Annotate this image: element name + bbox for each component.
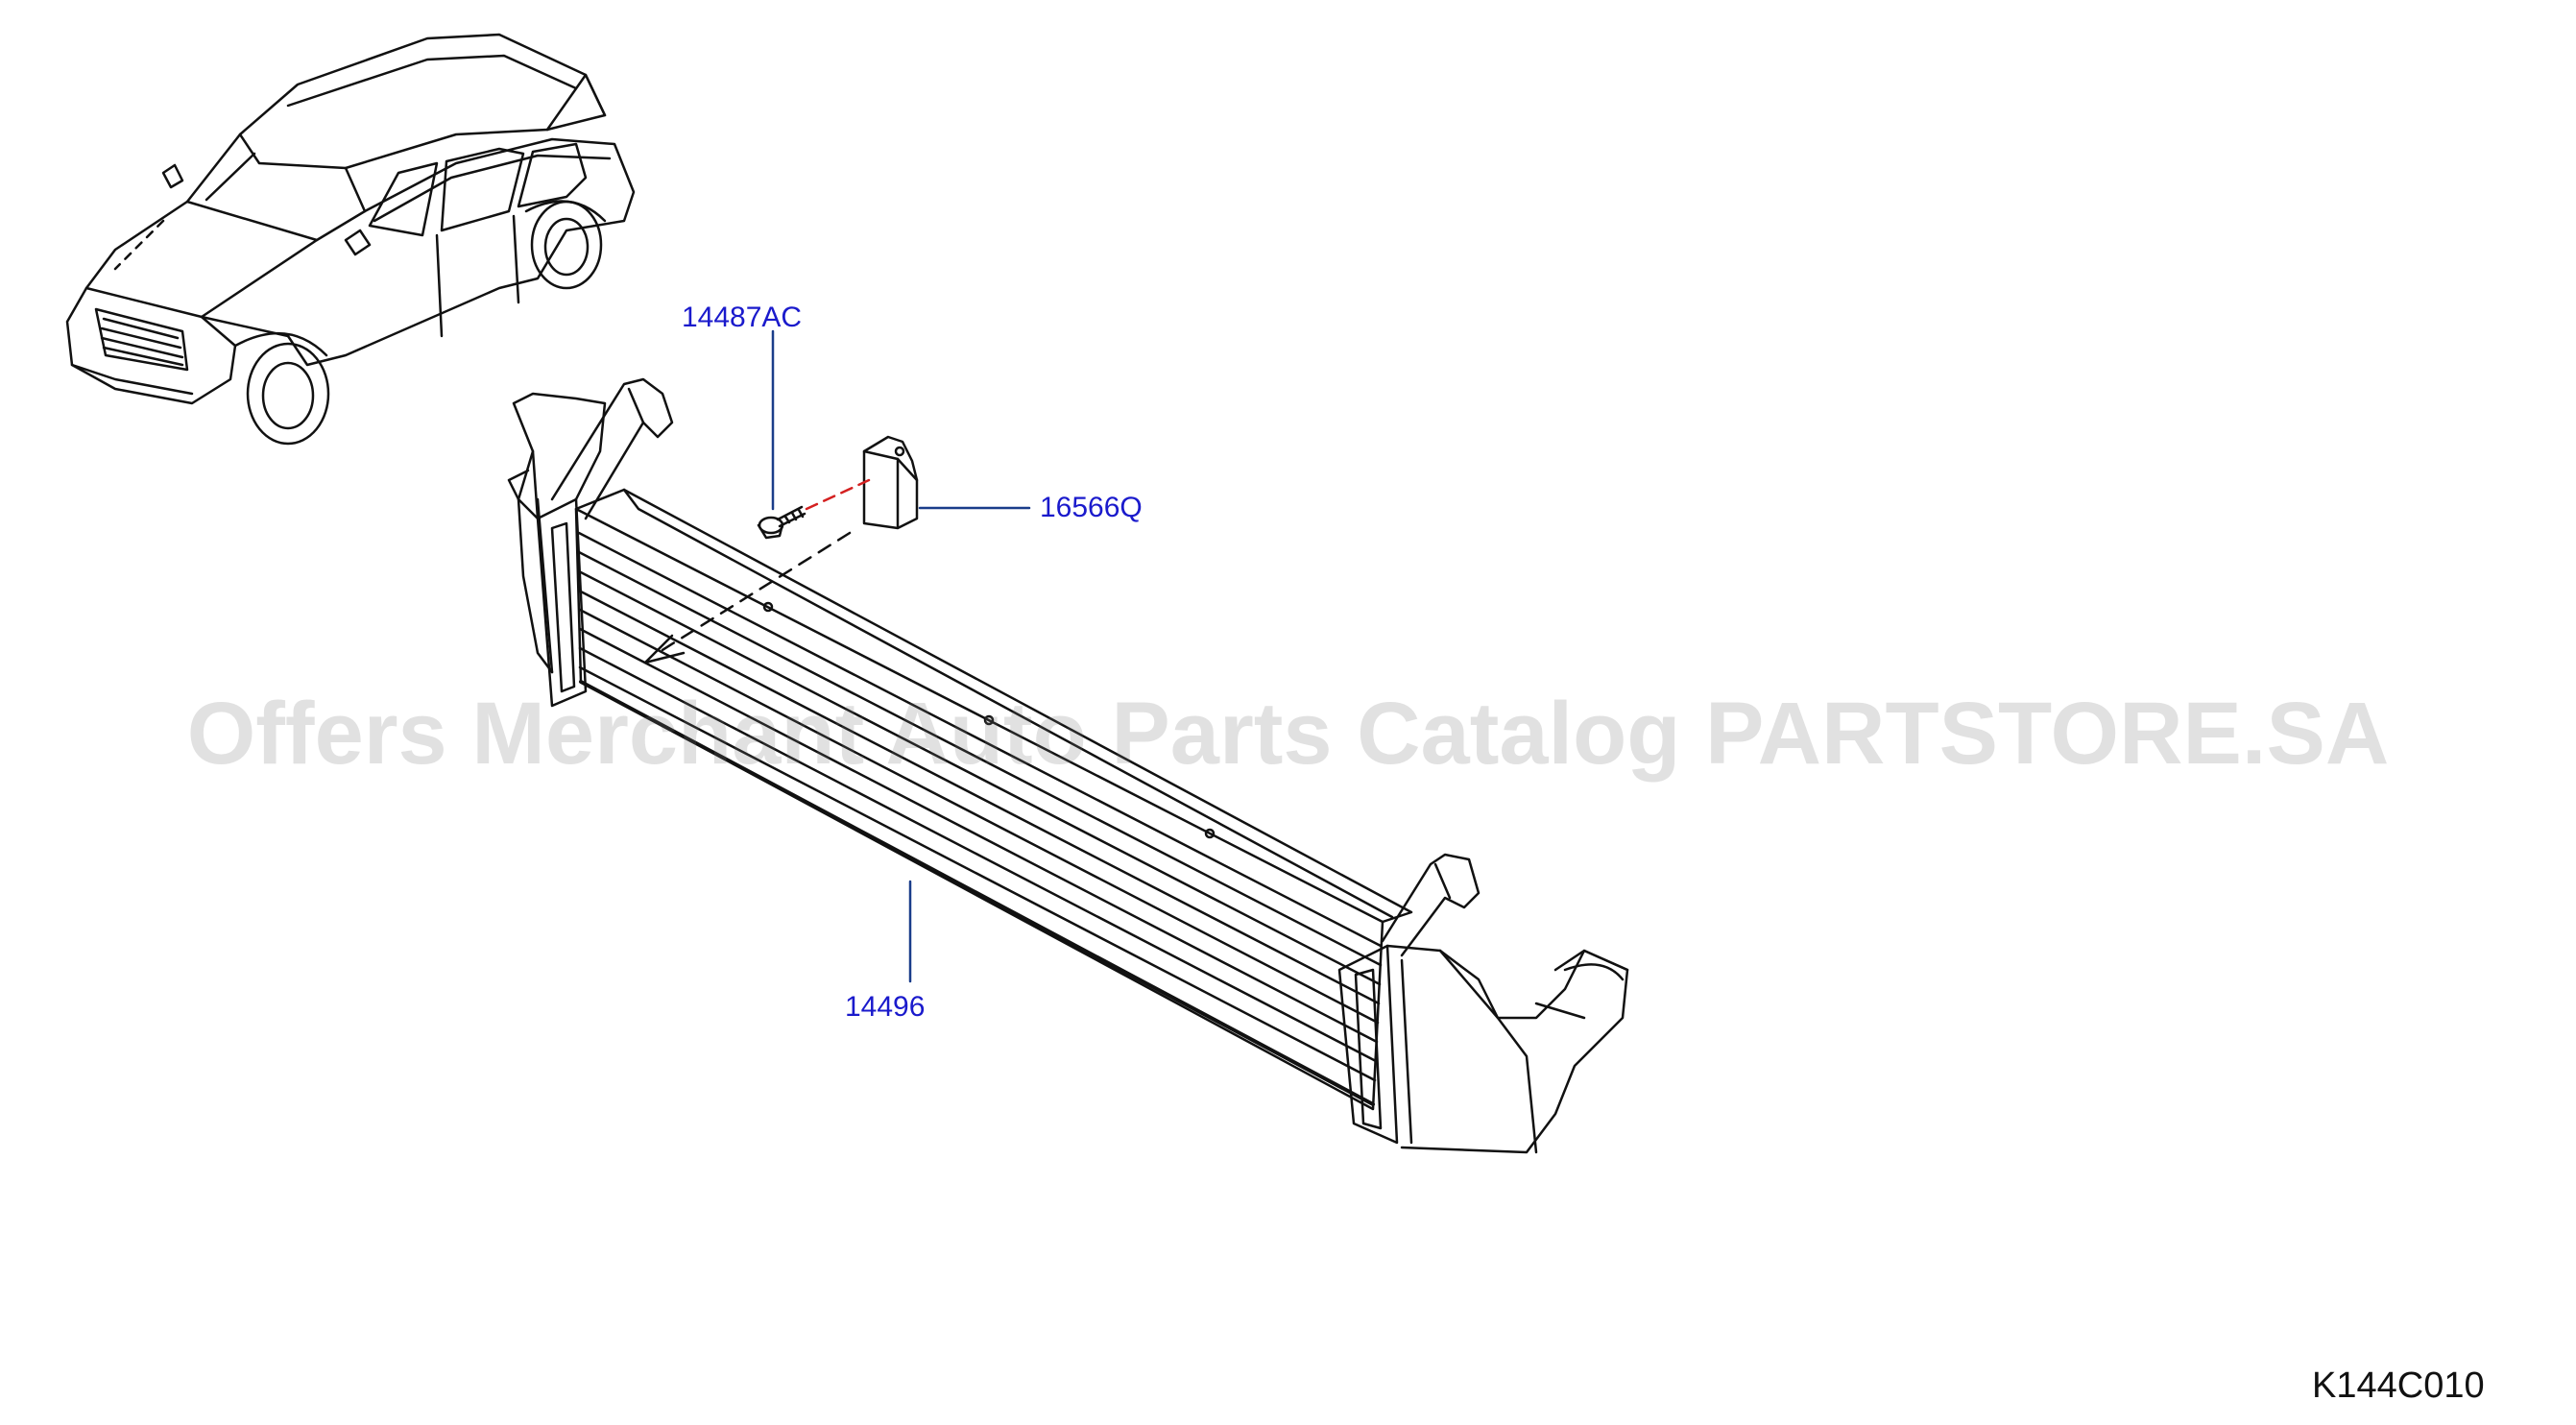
callout-leaders (771, 329, 1031, 983)
assembly-line (805, 478, 871, 511)
callout-label-intercooler[interactable]: 14496 (845, 991, 926, 1023)
mounting-arrow-line (656, 531, 852, 655)
callout-label-bolt[interactable]: 14487AC (682, 302, 803, 333)
drawing-code: K144C010 (2312, 1365, 2485, 1406)
bolt-part (757, 505, 807, 540)
vehicle-sedan-icon (65, 33, 636, 446)
bracket-part (862, 435, 919, 530)
callout-label-bracket[interactable]: 16566Q (1040, 492, 1143, 523)
intercooler-assembly (507, 377, 1629, 1154)
mounting-arrow-head (643, 634, 686, 664)
